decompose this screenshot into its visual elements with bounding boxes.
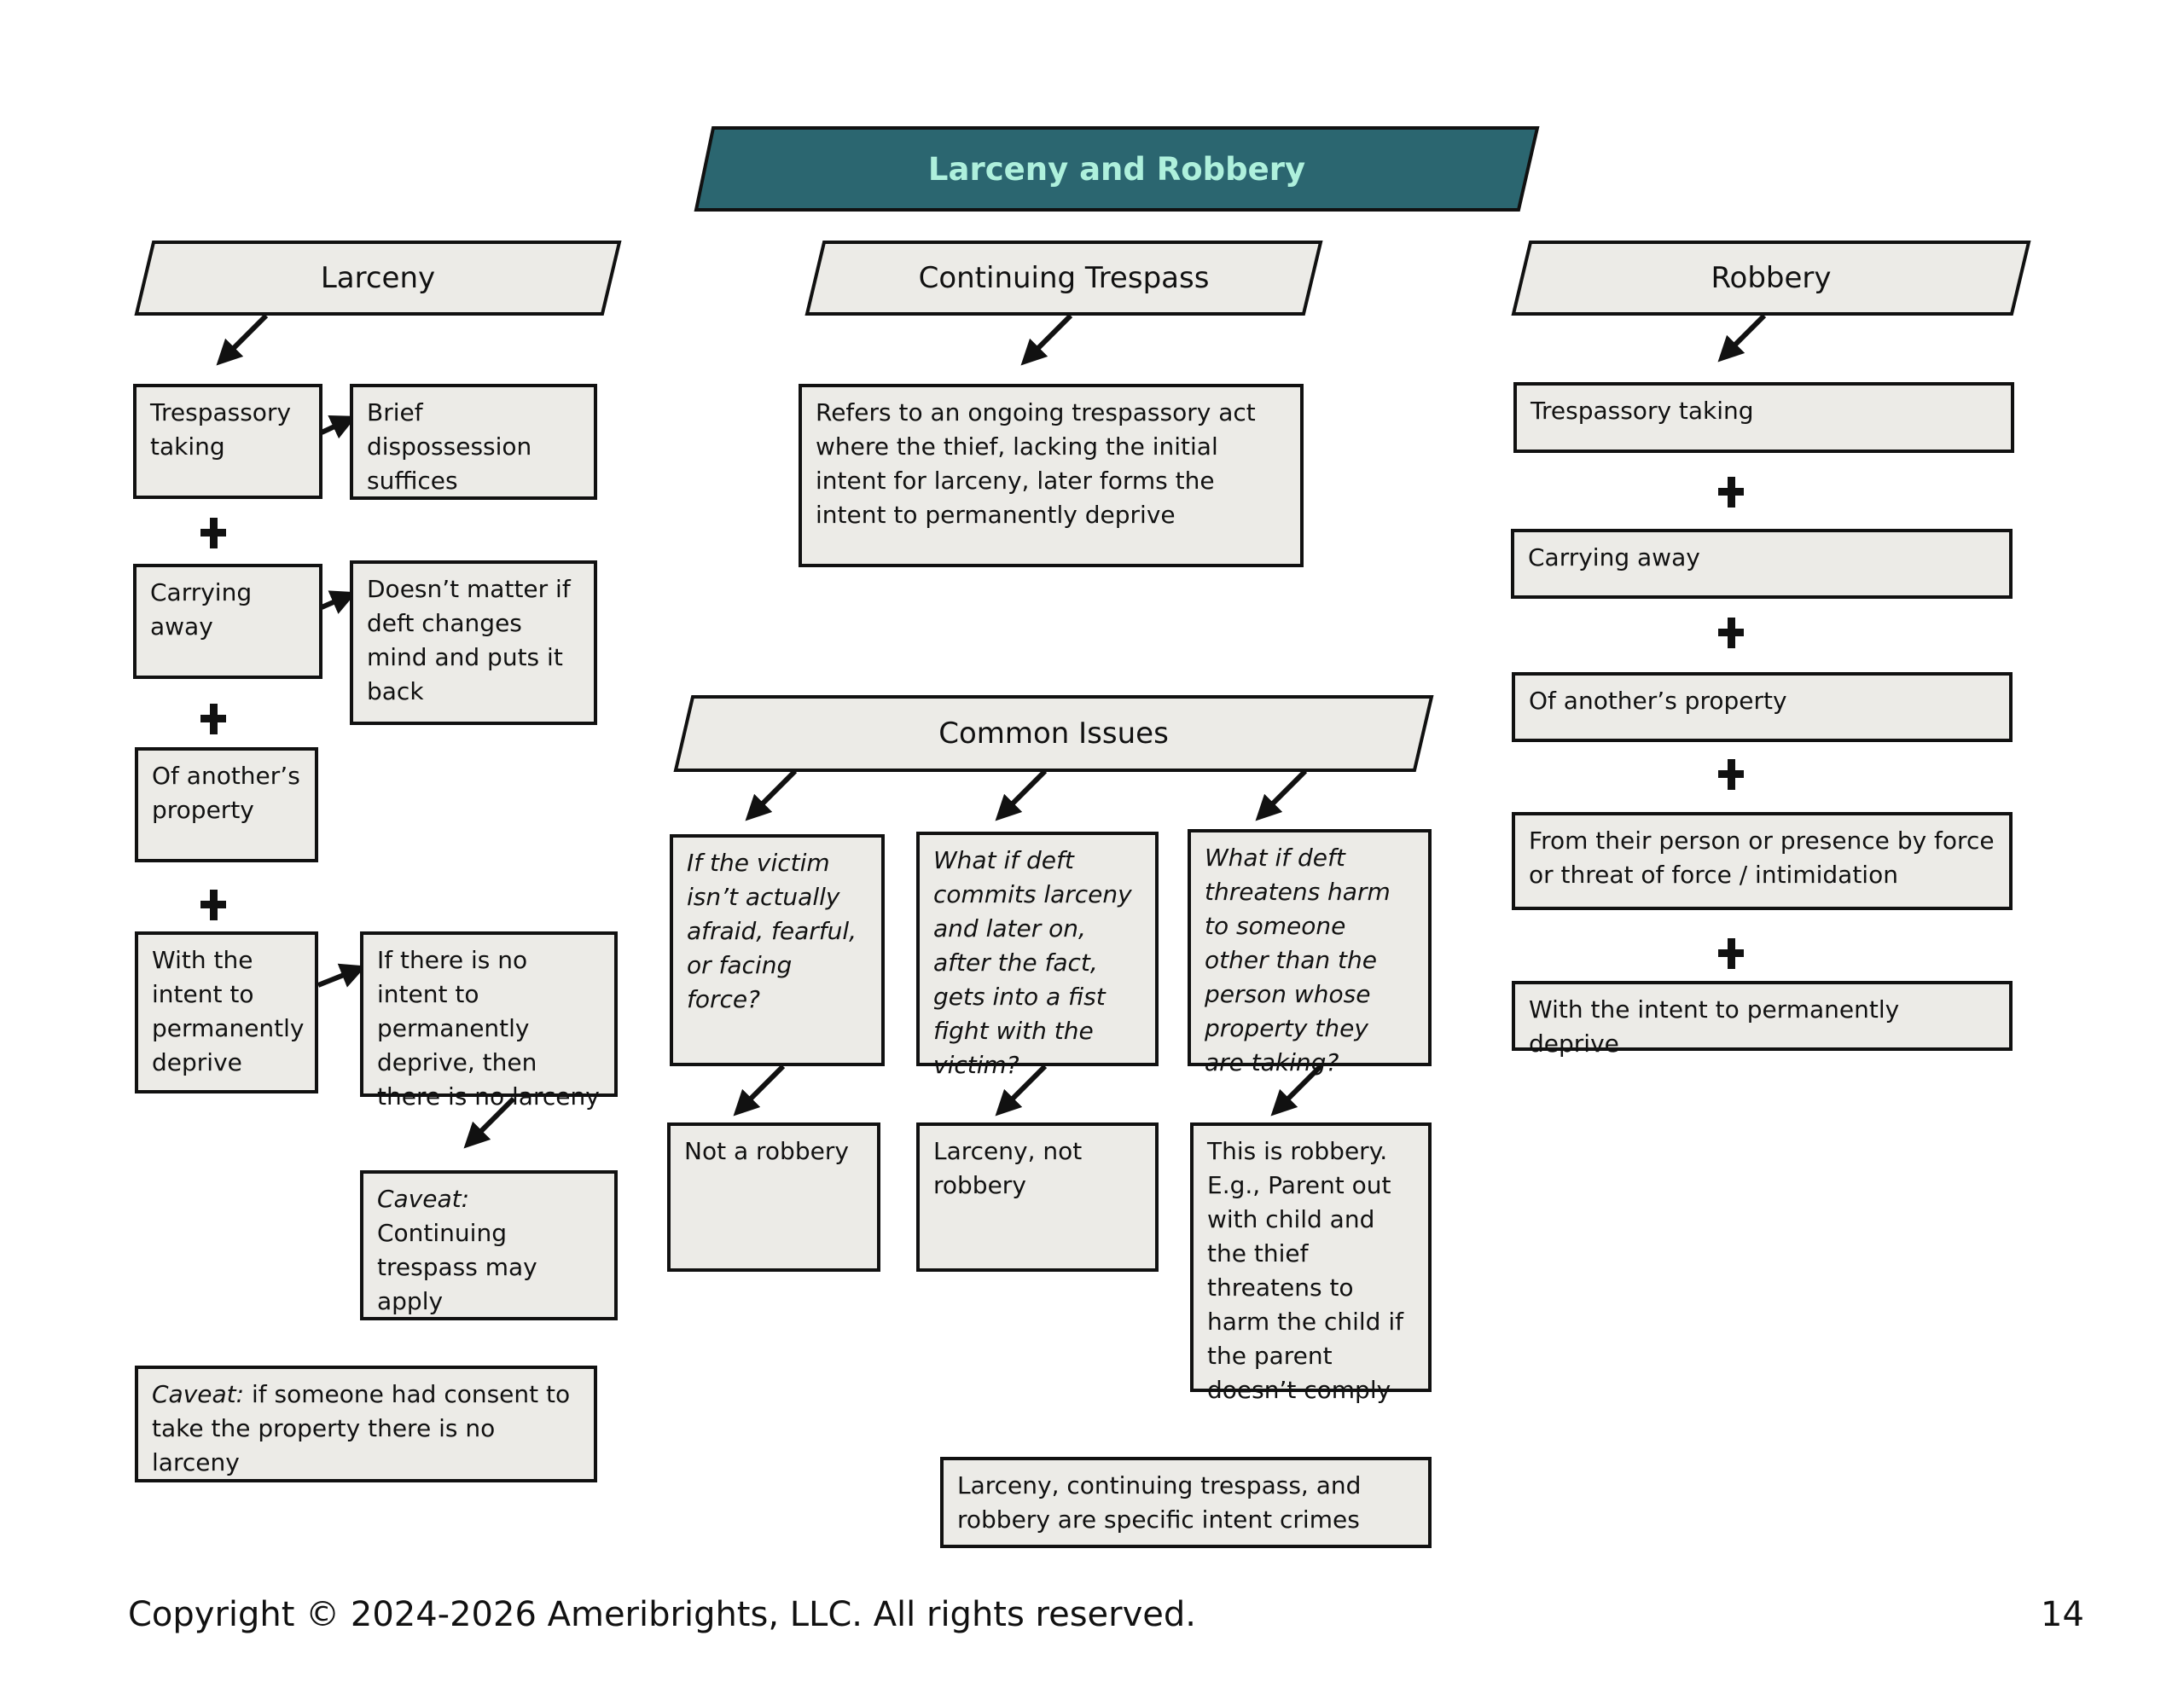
larceny-caveat-consent: Caveat: if someone had consent to take t…	[135, 1366, 597, 1482]
arrow-icon	[995, 1064, 1048, 1117]
larceny-element-trespassory-taking: Trespassory taking	[133, 384, 322, 499]
issue-answer-not-robbery: Not a robbery	[667, 1122, 880, 1272]
larceny-header: Larceny	[134, 241, 622, 316]
larceny-header-text: Larceny	[320, 261, 436, 295]
caveat-label: Caveat:	[152, 1380, 245, 1408]
issue-question-fist-fight: What if deft commits larceny and later o…	[916, 832, 1159, 1079]
arrow-icon	[320, 415, 357, 439]
arrow-icon	[1717, 313, 1767, 363]
larceny-note-no-intent: If there is no intent to permanently dep…	[360, 931, 618, 1111]
arrow-icon	[320, 590, 357, 614]
arrow-icon	[1270, 1064, 1323, 1117]
robbery-element-trespassory-taking: Trespassory taking	[1513, 382, 2014, 453]
plus-icon	[1718, 759, 1744, 790]
robbery-header-text: Robbery	[1711, 261, 1832, 295]
plus-icon	[1718, 477, 1744, 508]
issue-question-third-party-threat: What if deft threatens harm to someone o…	[1188, 829, 1432, 1076]
plus-icon	[200, 704, 226, 734]
caveat-label: Caveat:	[377, 1185, 470, 1213]
robbery-element-carrying-away: Carrying away	[1511, 529, 2013, 599]
arrow-icon	[995, 769, 1048, 821]
caveat-text: Continuing trespass may apply	[377, 1219, 537, 1315]
larceny-element-anothers-property: Of another’s property	[135, 747, 318, 862]
diagram-title: Larceny and Robbery	[694, 126, 1540, 212]
issue-question-not-afraid: If the victim isn’t actually afraid, fea…	[670, 834, 885, 1066]
robbery-header: Robbery	[1511, 241, 2031, 316]
larceny-note-changes-mind: Doesn’t matter if deft changes mind and …	[350, 560, 597, 725]
diagram-title-text: Larceny and Robbery	[927, 150, 1306, 188]
arrow-icon	[1020, 313, 1073, 366]
continuing-trespass-header-text: Continuing Trespass	[918, 261, 1210, 295]
robbery-element-anothers-property: Of another’s property	[1512, 672, 2013, 742]
caveat-text: if someone had consent to take the prope…	[152, 1380, 571, 1476]
robbery-element-intent: With the intent to permanently deprive	[1512, 981, 2013, 1058]
arrow-icon	[317, 963, 367, 988]
common-issues-header-text: Common Issues	[938, 716, 1169, 751]
arrow-icon	[745, 769, 798, 821]
plus-icon	[1718, 938, 1744, 969]
larceny-caveat-continuing-trespass: Caveat: Continuing trespass may apply	[360, 1170, 618, 1320]
arrow-icon	[1255, 769, 1308, 821]
arrow-icon	[463, 1096, 516, 1149]
page-number: 14	[2041, 1595, 2084, 1634]
robbery-element-force: From their person or presence by force o…	[1512, 812, 2013, 910]
common-issues-header: Common Issues	[673, 695, 1434, 772]
larceny-element-carrying-away: Carrying away	[133, 564, 322, 679]
larceny-note-brief-dispossession: Brief dispossession suffices	[350, 384, 597, 500]
plus-icon	[1718, 618, 1744, 648]
arrow-icon	[733, 1064, 786, 1117]
plus-icon	[200, 518, 226, 548]
larceny-element-intent: With the intent to permanently deprive	[135, 931, 318, 1093]
issue-answer-larceny-not-robbery: Larceny, not robbery	[916, 1122, 1159, 1272]
arrow-icon	[216, 313, 269, 366]
specific-intent-note: Larceny, continuing trespass, and robber…	[940, 1457, 1432, 1548]
plus-icon	[200, 890, 226, 920]
continuing-trespass-definition: Refers to an ongoing trespassory act whe…	[799, 384, 1304, 567]
copyright-notice: Copyright © 2024-2026 Ameribrights, LLC.…	[128, 1595, 1196, 1634]
issue-answer-this-is-robbery: This is robbery. E.g., Parent out with c…	[1190, 1122, 1432, 1404]
continuing-trespass-header: Continuing Trespass	[804, 241, 1323, 316]
